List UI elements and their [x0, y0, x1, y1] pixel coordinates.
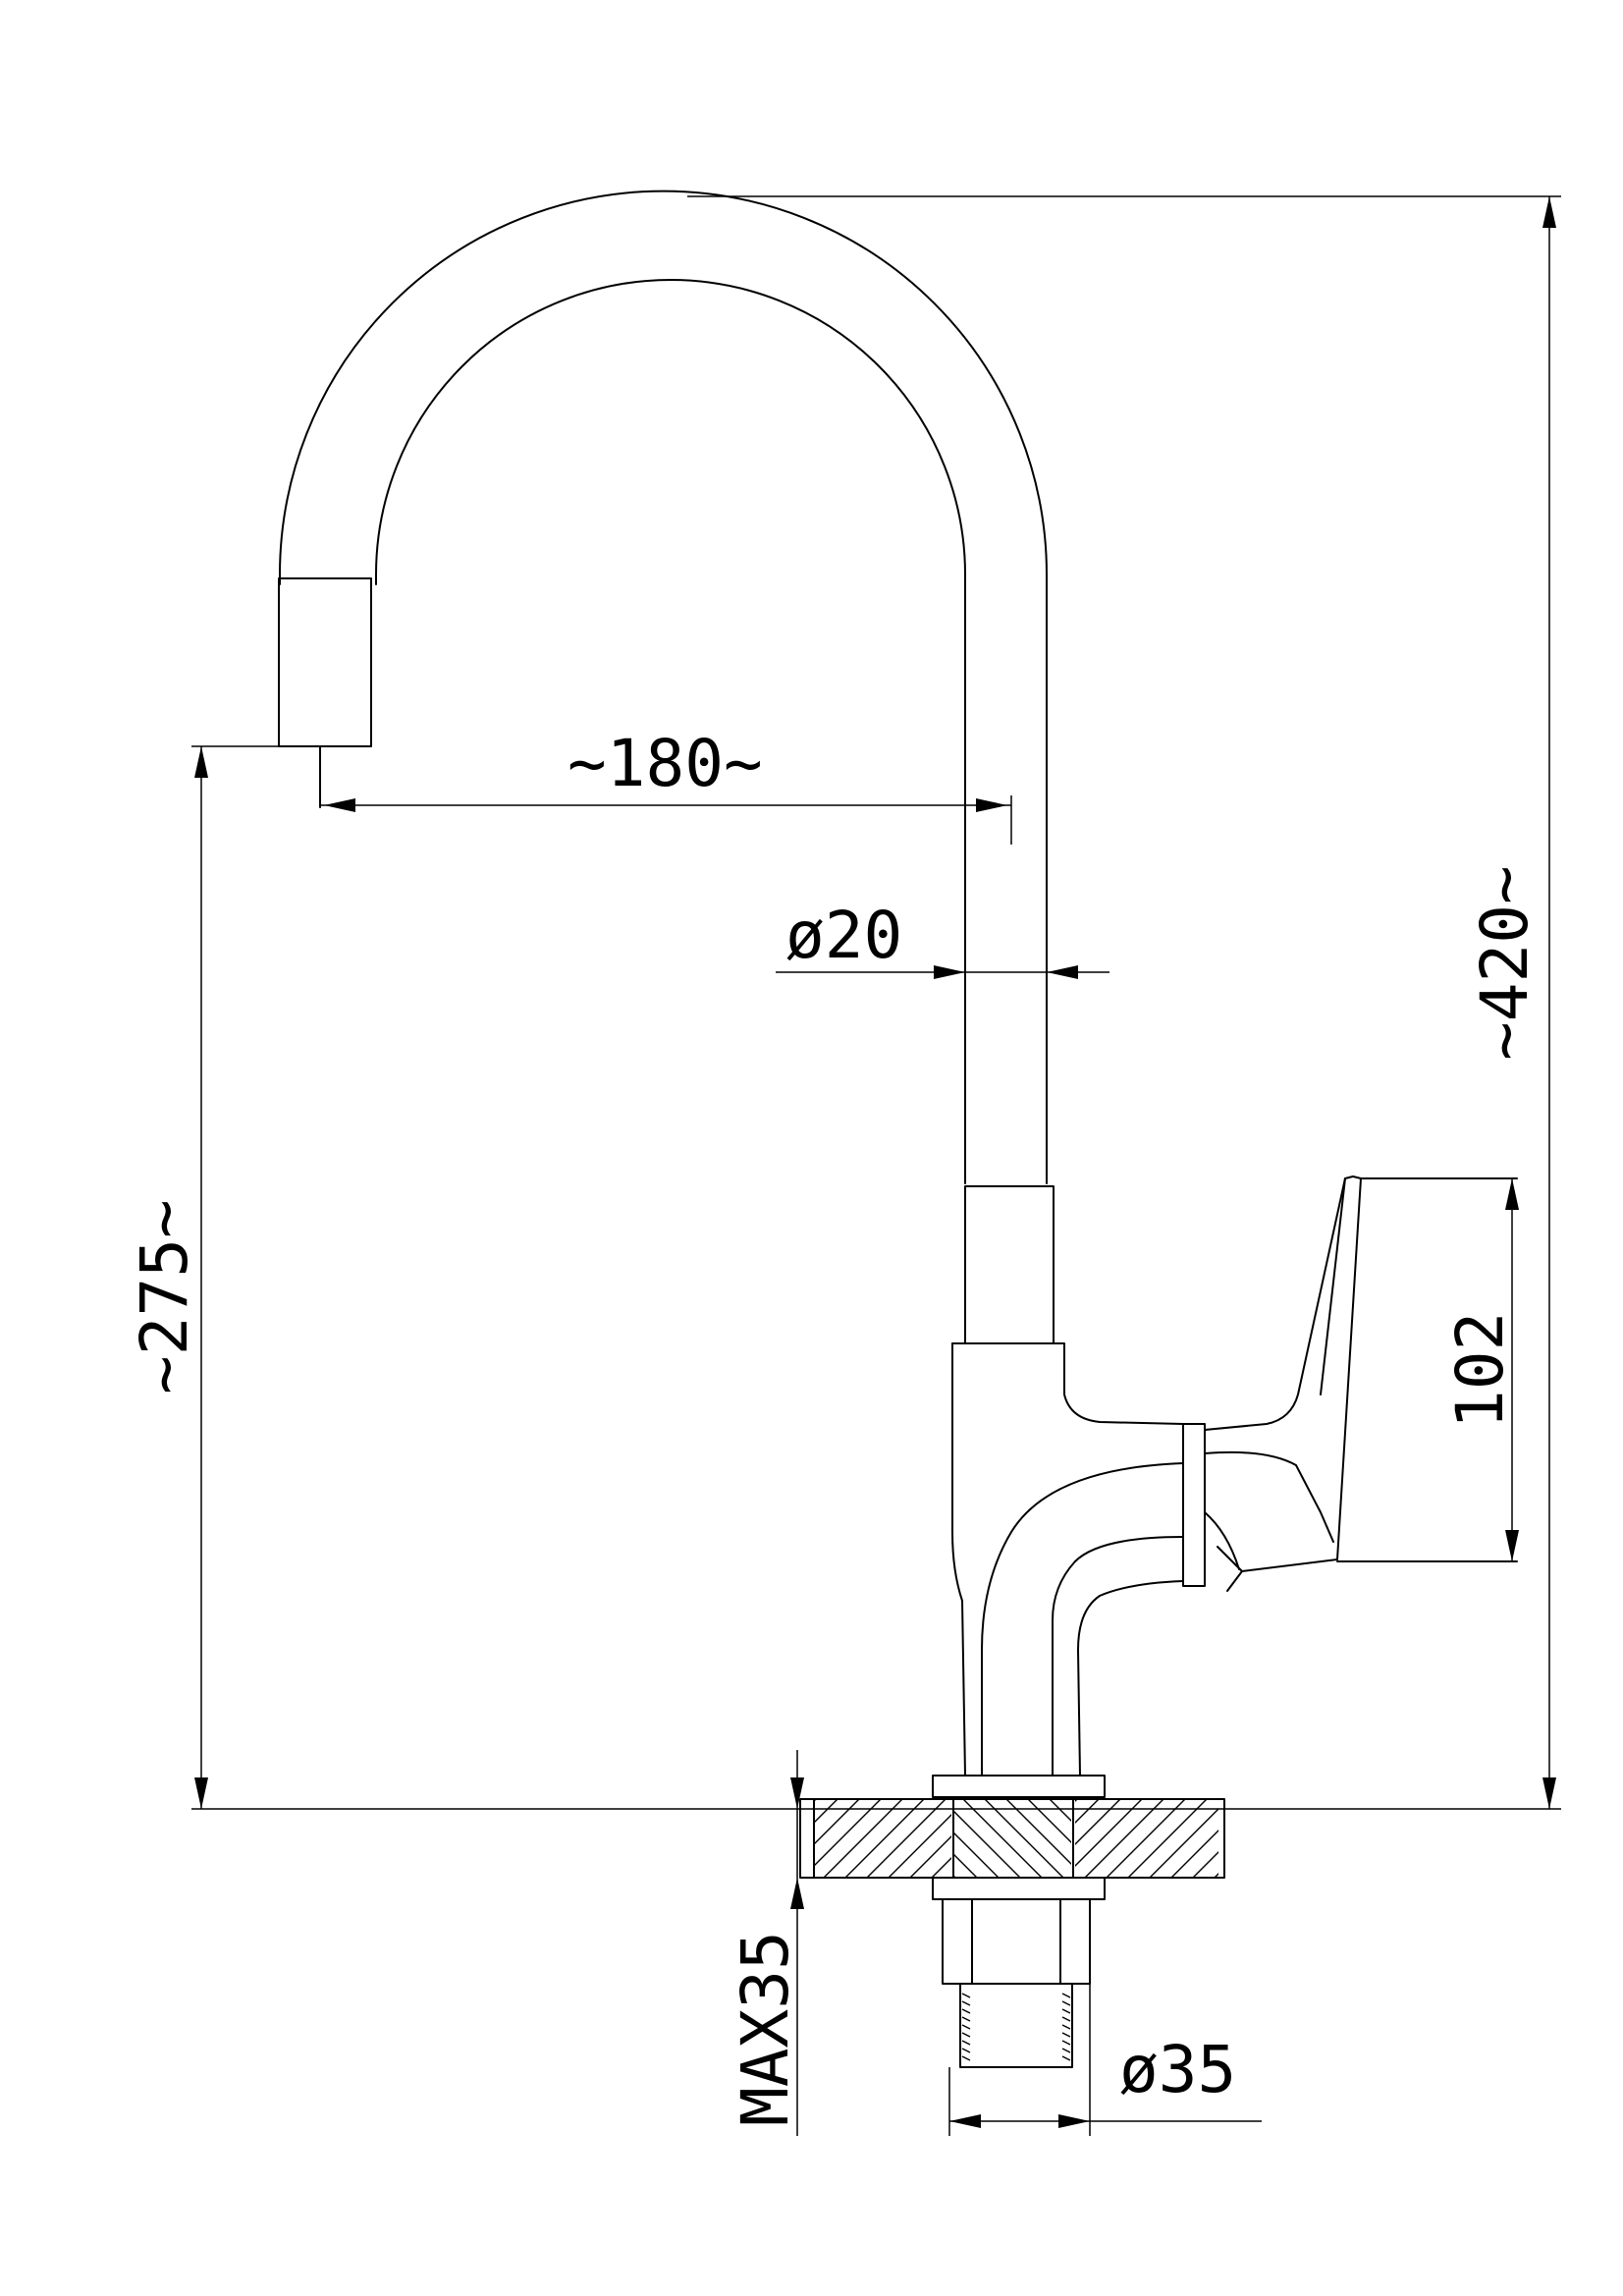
hatch-line: [844, 1799, 925, 1878]
thread-mark: [1061, 2000, 1071, 2006]
hatch-line: [888, 1814, 951, 1878]
hatch-line: [909, 1835, 951, 1878]
spout-sleeve: [964, 1185, 1055, 1344]
mount-diameter-label: ø35: [1119, 2032, 1236, 2107]
hatch-line: [814, 1799, 860, 1845]
hatch-line: [1149, 1808, 1218, 1878]
hatch-line: [953, 1831, 1000, 1878]
hatch-line: [962, 1799, 1043, 1878]
max-thickness-label: MAX35: [728, 1931, 803, 2126]
faucet-body: [951, 1342, 1206, 1777]
thread-mark: [961, 2032, 971, 2038]
hatch-line: [1084, 1799, 1164, 1878]
hatch-line: [1127, 1799, 1208, 1878]
hatch-line: [931, 1857, 951, 1878]
hatch-line: [1258, 1799, 1336, 1878]
thread-mark: [961, 2048, 971, 2053]
hatch-line: [1136, 1799, 1215, 1878]
thread-mark: [961, 2008, 971, 2014]
hatch-line: [1114, 1799, 1193, 1878]
hatch-line: [1075, 1799, 1121, 1845]
thread-mark: [1061, 2032, 1071, 2038]
dimension-mount-diameter: ø35: [948, 1984, 1262, 2136]
hatch-line: [1005, 1799, 1071, 1865]
thread-mark: [961, 2055, 971, 2061]
hatch-line: [1075, 1799, 1100, 1824]
hatch-line: [1279, 1799, 1358, 1878]
thread-mark: [961, 1993, 971, 1998]
dimension-spout-reach: ~180~: [320, 726, 1012, 845]
spout-reach-label: ~180~: [568, 726, 763, 801]
thread-mark: [1061, 2024, 1071, 2030]
thread-mark: [961, 2040, 971, 2046]
hatch-line: [953, 1810, 1021, 1878]
spout-height-label: ~275~: [127, 1199, 202, 1394]
thread-mark: [1061, 1993, 1071, 1998]
hatch-line: [984, 1799, 1064, 1878]
thread-mark: [1061, 2040, 1071, 2046]
aerator-nozzle: [278, 577, 372, 808]
hatch-line: [1075, 1799, 1143, 1867]
hatch-line: [1070, 1799, 1071, 1800]
spout: [279, 190, 1048, 1184]
thread-mark: [1061, 2048, 1071, 2053]
hatch-line: [953, 1853, 978, 1878]
dimension-max-thickness: MAX35: [728, 1750, 804, 2136]
spout-diameter-label: ø20: [785, 898, 902, 973]
thread-mark: [1061, 2008, 1071, 2014]
handle-height-label: 102: [1442, 1312, 1518, 1429]
hatch-line: [814, 1799, 839, 1824]
hatch-line: [716, 1799, 794, 1878]
thread-pattern: [961, 1993, 1071, 2061]
hatch-line: [1027, 1799, 1071, 1843]
thread-mark: [961, 2024, 971, 2030]
hatch-line: [866, 1799, 947, 1878]
lever-handle: [1204, 1175, 1518, 1592]
hatch-line: [1170, 1830, 1218, 1878]
hatch-line: [823, 1799, 903, 1878]
hatch-line: [814, 1799, 882, 1867]
total-height-label: ~420~: [1467, 865, 1542, 1061]
hatch-line: [1192, 1851, 1218, 1878]
hatch-line: [1049, 1799, 1071, 1822]
thread-mark: [961, 2000, 971, 2006]
dimension-total-height: ~420~: [687, 195, 1561, 1809]
hatch-line: [1301, 1799, 1380, 1878]
dimension-spout-height: ~275~: [127, 745, 279, 1809]
hatch-line: [1106, 1799, 1186, 1878]
thread-mark: [1061, 2016, 1071, 2022]
hatch-line: [1093, 1799, 1171, 1878]
dimension-handle-height: 102: [1442, 1178, 1519, 1561]
hatch-line: [977, 1799, 1055, 1878]
dimension-spout-diameter: ø20: [776, 898, 1109, 979]
hatch-line: [1236, 1799, 1315, 1878]
mounting-plate: [716, 1775, 1380, 2068]
thread-mark: [1061, 2055, 1071, 2061]
hatch-line: [1214, 1873, 1218, 1878]
hatch-line: [814, 1799, 817, 1802]
thread-mark: [961, 2016, 971, 2022]
hatch-line: [1075, 1799, 1078, 1802]
